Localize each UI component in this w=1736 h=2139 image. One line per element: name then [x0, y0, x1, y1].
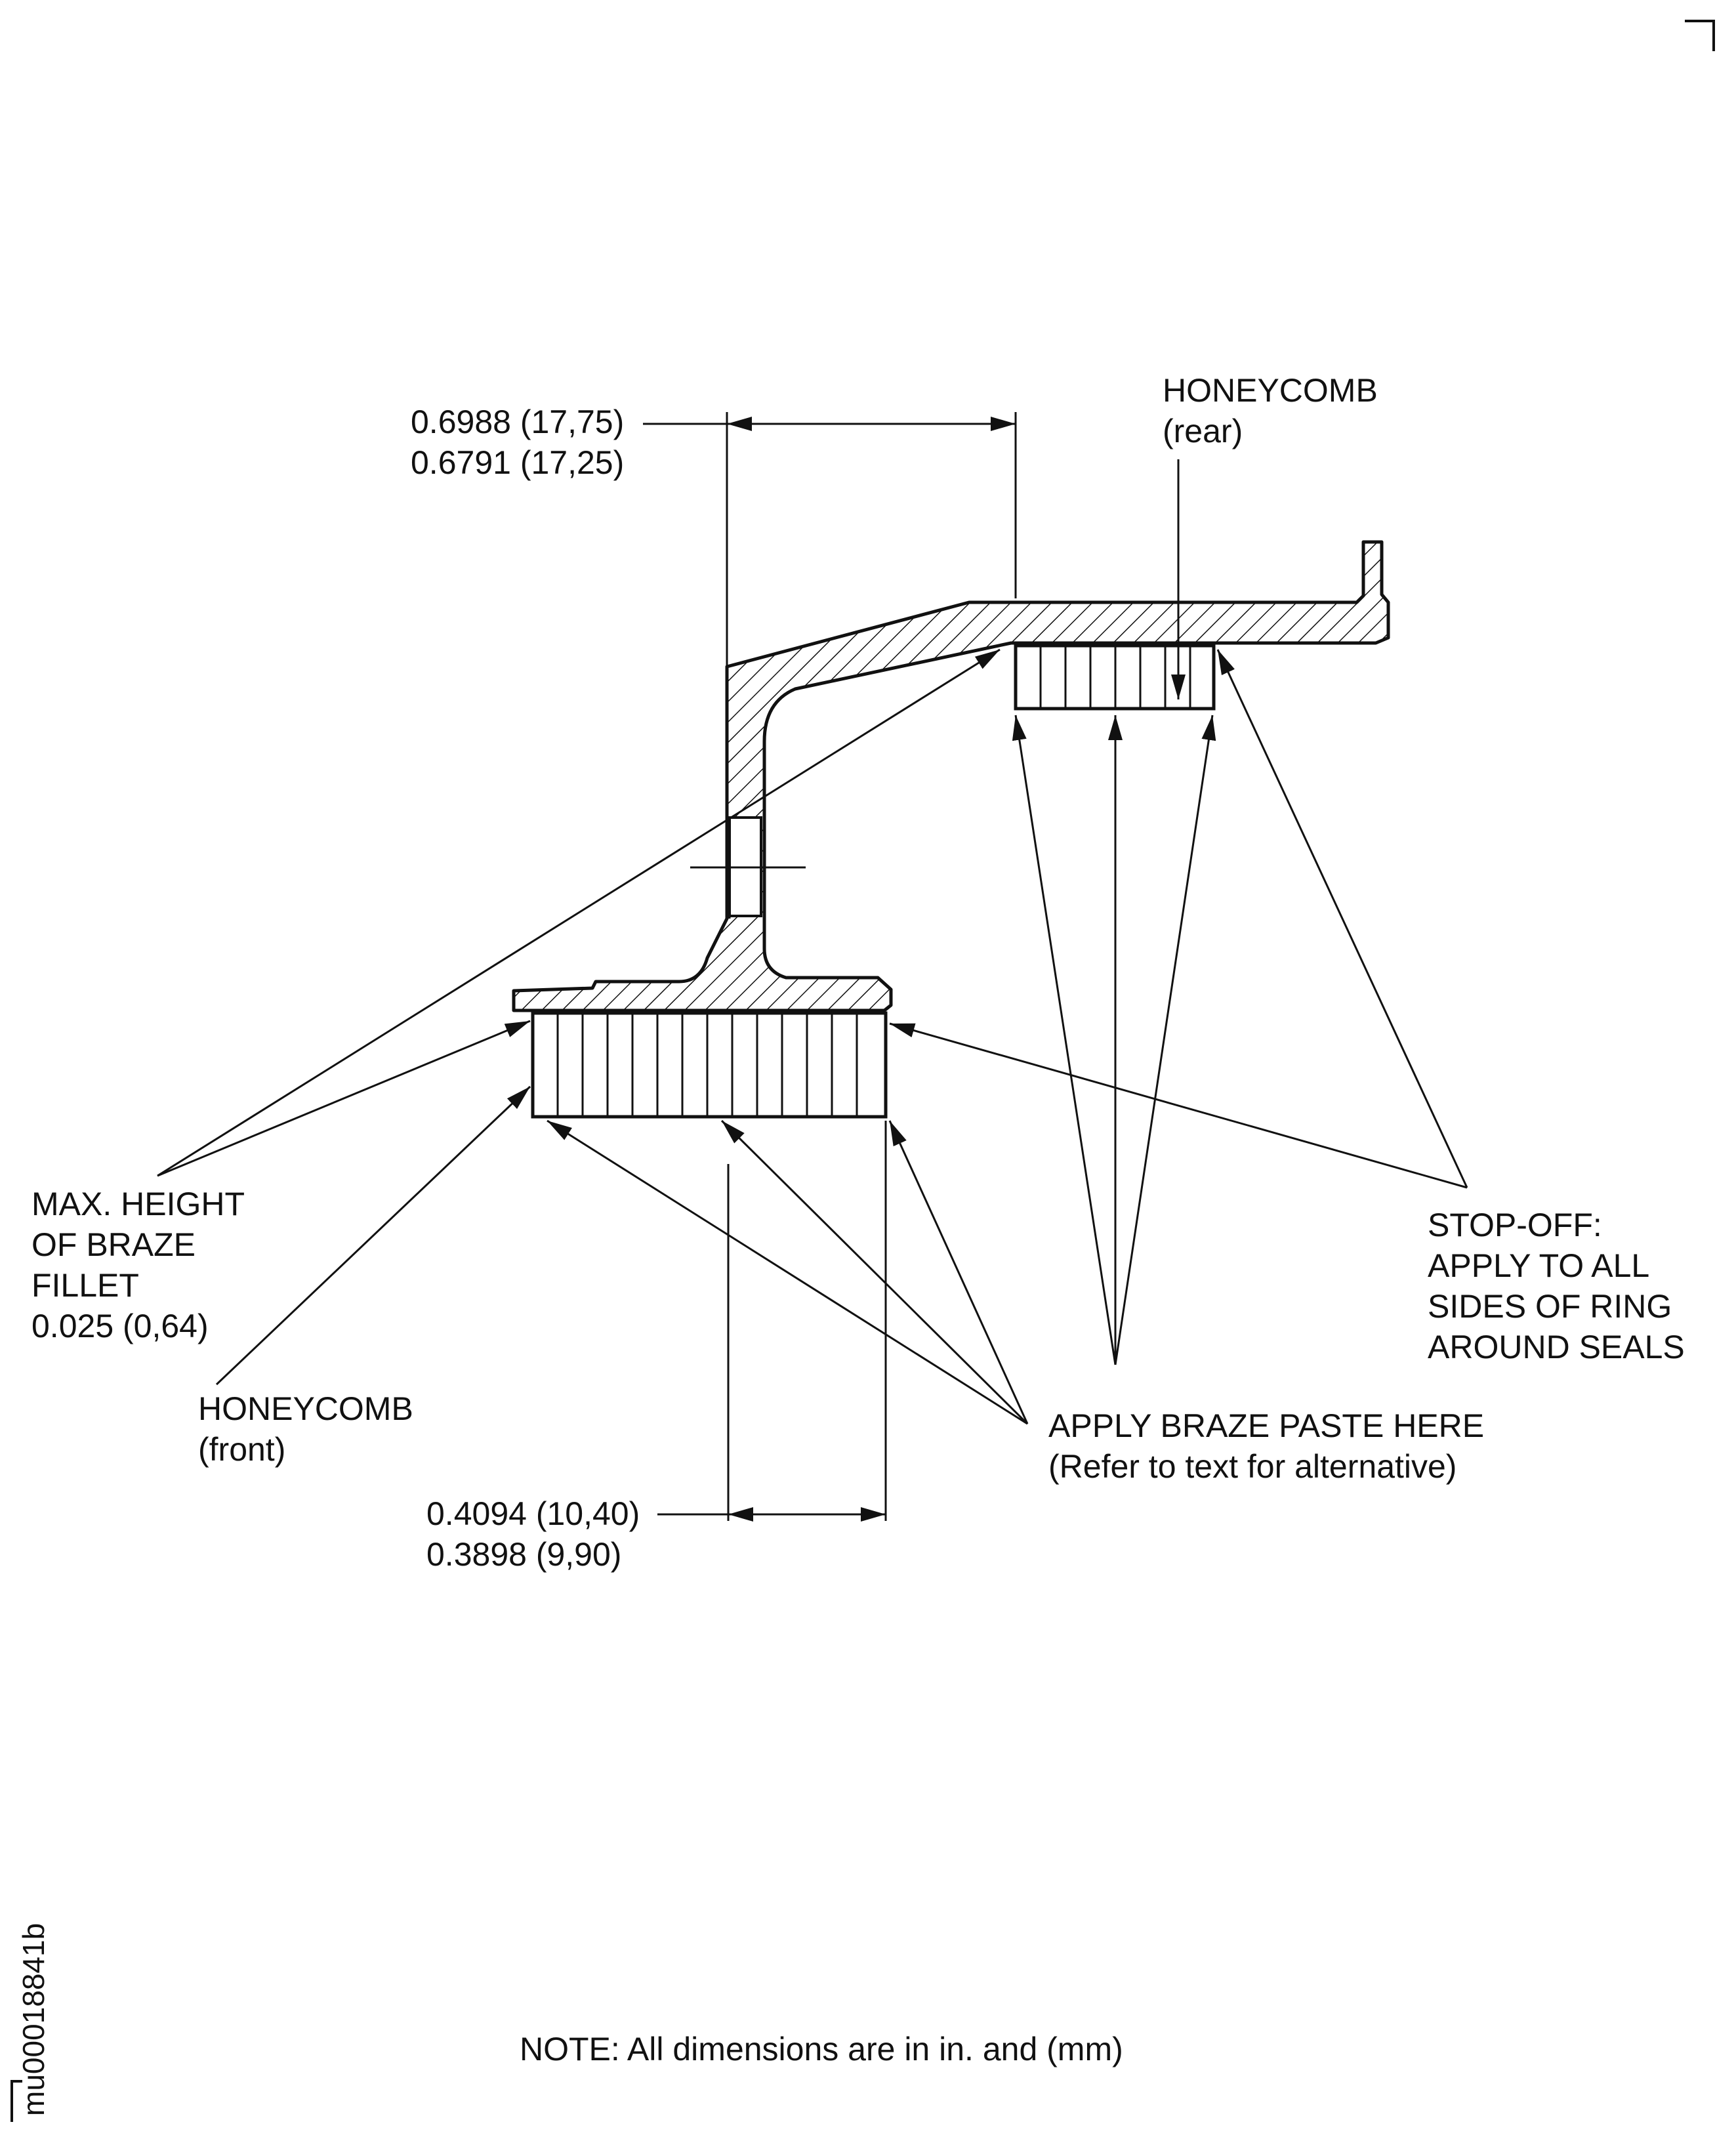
leader-stopoff-rear	[1216, 649, 1468, 1188]
stop-off-line1: STOP-OFF:	[1428, 1207, 1602, 1243]
upper-dimension-max: 0.6988 (17,75)	[411, 404, 625, 440]
braze-fillet-line1: MAX. HEIGHT	[31, 1186, 245, 1222]
ring-section	[512, 540, 1390, 1012]
leader-paste-rear-right	[1114, 715, 1216, 1365]
braze-fillet-line4: 0.025 (0,64)	[31, 1308, 209, 1344]
leader-paste-front-right	[888, 1120, 1029, 1424]
upper-dimension	[643, 412, 1017, 667]
lower-dimension-min: 0.3898 (9,90)	[426, 1536, 622, 1573]
leader-paste-rear-left	[1012, 715, 1117, 1365]
honeycomb-front-line1: HONEYCOMB	[198, 1390, 413, 1427]
braze-fillet-line2: OF BRAZE	[31, 1226, 196, 1263]
units-note: NOTE: All dimensions are in in. and (mm)	[520, 2031, 1123, 2067]
leader-stopoff-front	[889, 1022, 1468, 1189]
honeycomb-front-cells	[556, 1013, 858, 1117]
lower-dimension-max: 0.4094 (10,40)	[426, 1495, 640, 1532]
braze-paste-label: APPLY BRAZE PASTE HERE (Refer to text fo…	[1048, 1405, 1484, 1487]
braze-fillet-label: MAX. HEIGHT OF BRAZE FILLET 0.025 (0,64)	[31, 1184, 245, 1346]
braze-paste-line2: (Refer to text for alternative)	[1048, 1448, 1457, 1485]
honeycomb-rear-line2: (rear)	[1163, 413, 1243, 449]
corner-mark	[1685, 20, 1715, 51]
lower-dimension-label: 0.4094 (10,40) 0.3898 (9,90)	[426, 1493, 640, 1575]
leader-paste-front-left	[547, 1119, 1028, 1425]
stop-off-label: STOP-OFF: APPLY TO ALL SIDES OF RING ARO…	[1428, 1205, 1685, 1367]
leader-paste-front-mid	[720, 1119, 1029, 1425]
lower-dimension	[657, 1121, 887, 1522]
leader-fillet-rear	[157, 648, 1001, 1177]
stop-off-line4: AROUND SEALS	[1428, 1329, 1685, 1365]
honeycomb-rear-cells	[1039, 646, 1191, 709]
honeycomb-rear-label: HONEYCOMB (rear)	[1163, 370, 1378, 451]
honeycomb-front-label: HONEYCOMB (front)	[198, 1388, 413, 1470]
upper-dimension-label: 0.6988 (17,75) 0.6791 (17,25)	[411, 402, 624, 483]
leader-honeycomb-front	[215, 1085, 531, 1386]
honeycomb-front-line2: (front)	[198, 1431, 286, 1468]
upper-dimension-min: 0.6791 (17,25)	[411, 444, 625, 481]
braze-fillet-line3: FILLET	[31, 1267, 139, 1304]
honeycomb-rear-line1: HONEYCOMB	[1163, 372, 1378, 409]
leader-fillet-front	[157, 1020, 531, 1177]
braze-paste-line1: APPLY BRAZE PASTE HERE	[1048, 1407, 1485, 1444]
honeycomb-front	[531, 1011, 888, 1119]
stop-off-line2: APPLY TO ALL	[1428, 1247, 1650, 1284]
figure-id-bracket	[10, 2080, 22, 2122]
stop-off-line3: SIDES OF RING	[1428, 1288, 1672, 1325]
